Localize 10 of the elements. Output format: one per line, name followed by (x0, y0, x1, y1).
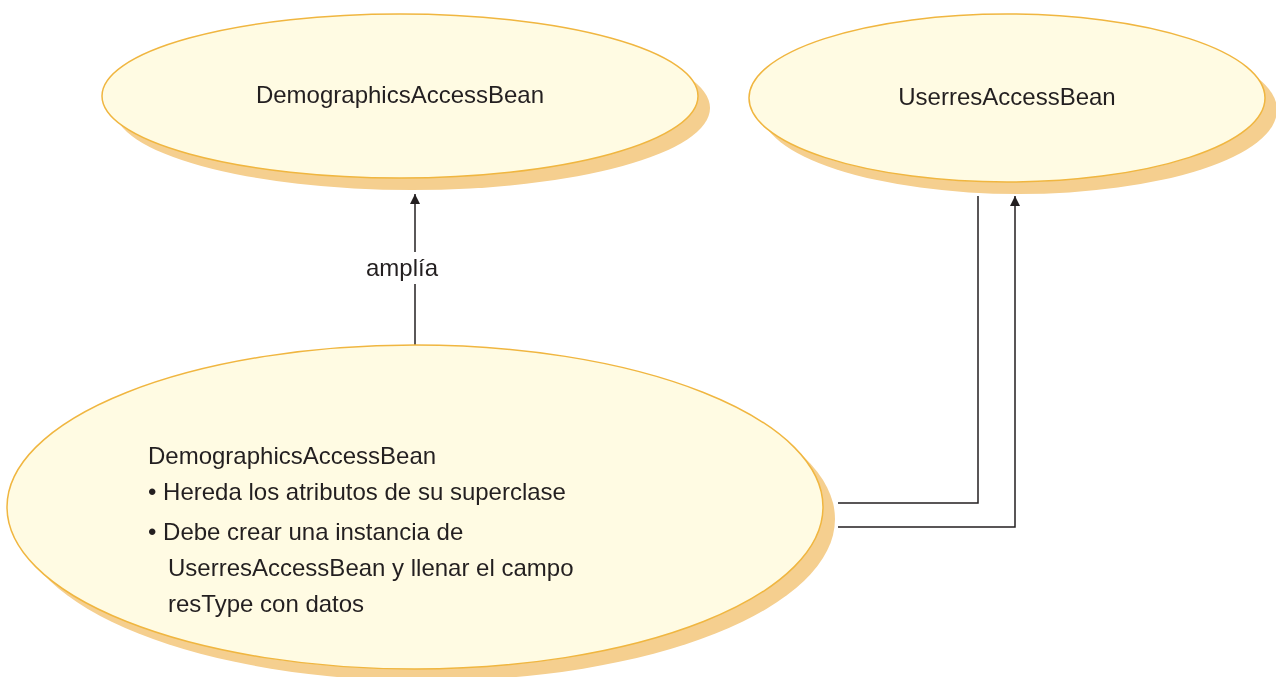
class-ellipse (6, 344, 836, 677)
class-name: UserresAccessBean (897, 83, 1117, 111)
connector-line (837, 195, 979, 504)
class-name: DemographicsAccessBean (148, 442, 437, 470)
arrow (837, 195, 1020, 528)
class-name: DemographicsAccessBean (254, 81, 546, 109)
class-ellipse (101, 13, 711, 191)
bullet-text: • Hereda los atributos de su superclase (148, 478, 566, 506)
class-ellipse (748, 13, 1276, 195)
bullet-text: • Debe crear una instancia de UserresAccessBean y llenar el campo resType con datos (148, 517, 575, 619)
